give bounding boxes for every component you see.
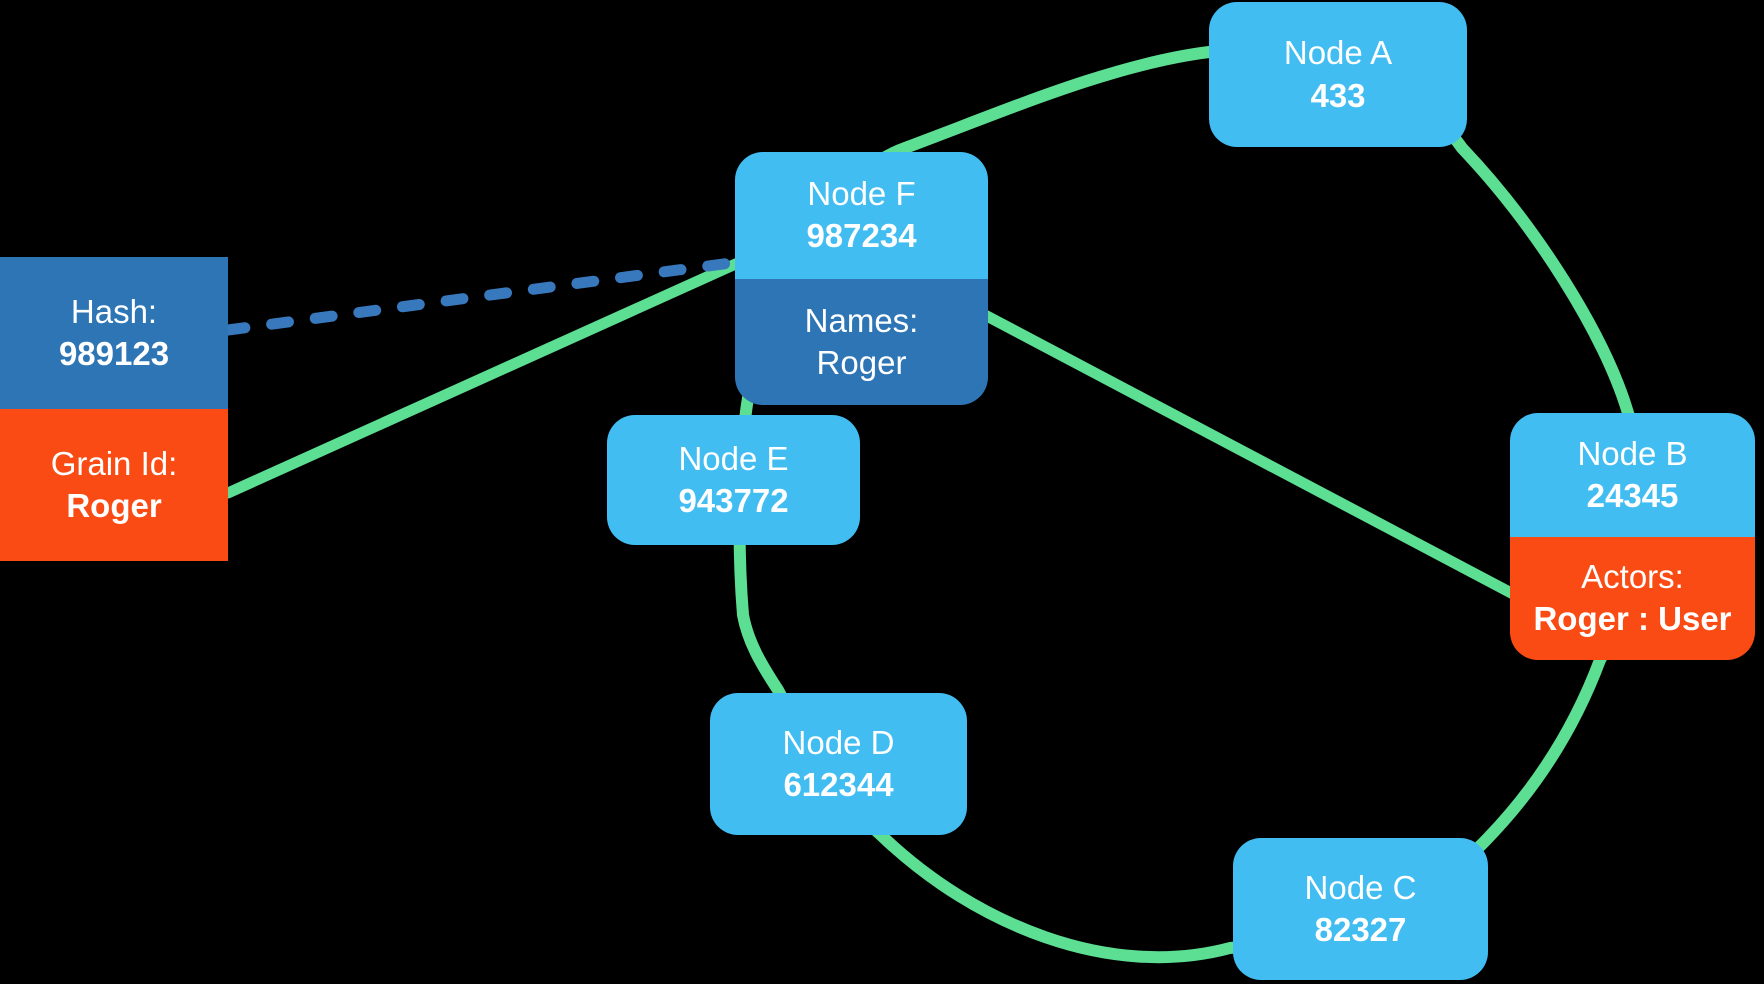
grain-card-id-section: Grain Id: Roger <box>0 409 228 561</box>
node-a-name: Node A <box>1283 34 1393 72</box>
hash-label: Hash: <box>70 292 158 330</box>
node-f-names-section: Names: Roger <box>735 278 988 405</box>
node-f-names-value: Roger <box>816 343 907 381</box>
node-b: Node B 24345 Actors: Roger : User <box>1510 413 1755 660</box>
node-f: Node F 987234 Names: Roger <box>735 152 988 405</box>
node-c-body: Node C 82327 <box>1233 838 1488 980</box>
node-b-value: 24345 <box>1586 476 1679 514</box>
node-d: Node D 612344 <box>710 693 967 835</box>
grain-assignment-line <box>222 256 746 499</box>
node-b-actors-value: Roger : User <box>1533 600 1732 638</box>
node-a-value: 433 <box>1310 76 1366 114</box>
hash-value: 989123 <box>58 335 170 372</box>
grain-card-hash-section: Hash: 989123 <box>0 257 228 409</box>
node-e-body: Node E 943772 <box>607 415 860 545</box>
node-f-body: Node F 987234 <box>735 152 988 279</box>
node-d-value: 612344 <box>783 766 894 803</box>
grain-card: Hash: 989123 Grain Id: Roger <box>0 257 228 561</box>
node-b-body: Node B 24345 <box>1510 413 1755 537</box>
ring-chord-line <box>979 309 1521 601</box>
node-e: Node E 943772 <box>607 415 860 545</box>
node-f-names-label: Names: <box>804 301 919 339</box>
node-b-actors-section: Actors: Roger : User <box>1510 536 1755 660</box>
node-c-name: Node C <box>1304 868 1417 906</box>
node-d-name: Node D <box>782 723 895 761</box>
node-a: Node A 433 <box>1209 2 1467 147</box>
hash-lookup-dashed-line <box>222 256 744 336</box>
node-a-body: Node A 433 <box>1209 2 1467 147</box>
node-e-value: 943772 <box>678 482 789 519</box>
node-d-body: Node D 612344 <box>710 693 967 835</box>
node-c-value: 82327 <box>1314 911 1407 948</box>
grain-id-label: Grain Id: <box>50 444 178 482</box>
node-f-value: 987234 <box>806 217 917 255</box>
node-b-actors-label: Actors: <box>1581 558 1684 596</box>
node-f-name: Node F <box>807 175 916 213</box>
node-c: Node C 82327 <box>1233 838 1488 980</box>
node-b-name: Node B <box>1577 434 1688 472</box>
node-e-name: Node E <box>678 439 789 477</box>
grain-id-value: Roger <box>66 487 162 524</box>
